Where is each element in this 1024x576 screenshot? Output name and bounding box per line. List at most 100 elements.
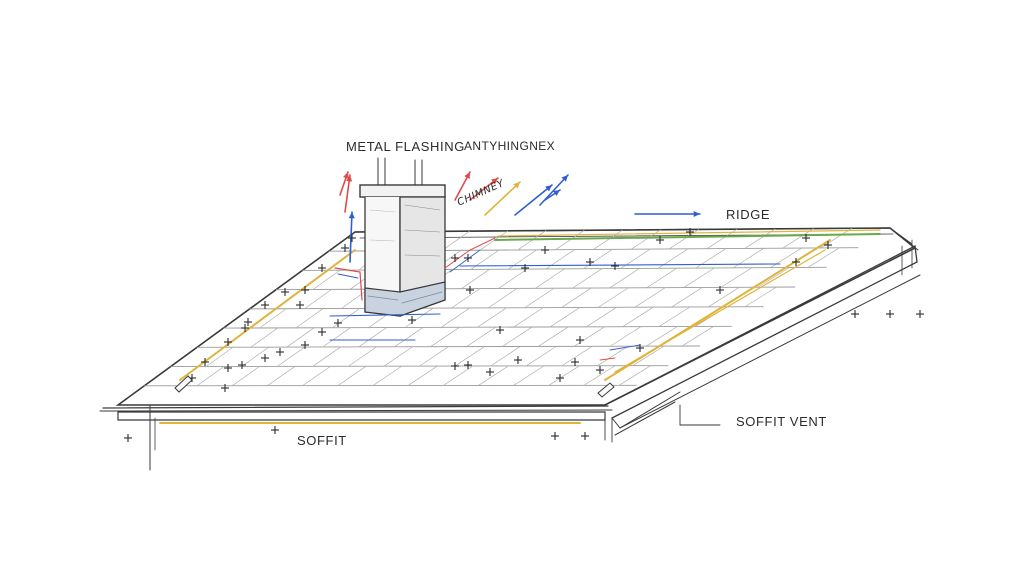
shingle-joint — [441, 230, 470, 251]
shingle-joint — [443, 365, 474, 386]
shingle-joint — [295, 308, 324, 329]
fastener-cross-icon — [521, 264, 529, 272]
shingle-joint — [583, 365, 616, 386]
shingle-joint — [302, 365, 331, 386]
flow-arrow-icon — [339, 171, 349, 196]
fastener-cross-icon — [581, 432, 589, 440]
fastener-cross-icon — [686, 228, 694, 236]
fastener-cross-icon — [496, 326, 504, 334]
fastener-cross-icon — [408, 316, 416, 324]
shingle-joint — [502, 326, 533, 347]
shingle-joint — [549, 307, 581, 328]
fastener-cross-icon — [276, 348, 284, 356]
shingle-joint — [535, 268, 565, 289]
shingle-joint — [609, 268, 640, 289]
shingle-joint — [586, 307, 617, 328]
shingle-joint — [593, 229, 623, 250]
shingle-joint — [583, 249, 613, 270]
shingle-joint — [206, 346, 234, 367]
flow-arrow-icon — [544, 189, 561, 201]
shingle-joint — [461, 269, 490, 290]
shingle-joint — [312, 269, 340, 290]
shingle-joint — [646, 267, 678, 289]
flashing-note-label: ANTYHINGNEX — [464, 139, 556, 153]
fastener-cross-icon — [916, 310, 924, 318]
shingle-joint — [695, 248, 727, 269]
fastener-cross-icon — [301, 286, 309, 294]
shingle-joint — [286, 327, 315, 348]
flow-arrow-icon — [454, 171, 471, 201]
shingle-joint — [548, 365, 580, 386]
airflow-lines — [159, 229, 881, 424]
shingle-joint — [341, 288, 369, 309]
fastener-cross-icon — [261, 354, 269, 362]
shingle-joint — [304, 289, 332, 309]
shingle-joint — [513, 307, 544, 328]
shingle-joint — [404, 307, 434, 328]
shingle-joint — [632, 345, 665, 367]
fastener-cross-icon — [224, 364, 232, 372]
shingle-joint — [487, 288, 518, 309]
flow-arrow-icon — [634, 210, 701, 218]
shingle-joint — [671, 287, 703, 308]
shingle-joint — [770, 247, 802, 268]
shingle-joint — [572, 268, 603, 289]
shingle-joint — [478, 365, 509, 386]
fastener-cross-icon — [281, 288, 289, 296]
shingle-joint — [358, 327, 387, 348]
flow-arrows — [339, 171, 701, 263]
fastener-cross-icon — [224, 338, 232, 346]
shingle-joint — [598, 287, 629, 308]
fastener-cross-icon — [802, 234, 810, 242]
soffit-vent-label: SOFFIT VENT — [736, 414, 827, 429]
shingle-joint — [267, 366, 296, 386]
shingle-joint — [383, 346, 413, 367]
fastener-cross-icon — [451, 254, 459, 262]
shingle-joint — [250, 327, 279, 348]
fastener-cross-icon — [221, 384, 229, 392]
roof-outline — [99, 227, 921, 429]
fastener-cross-icon — [334, 319, 342, 327]
shingle-joint — [609, 326, 642, 347]
shingle-joint — [708, 286, 740, 308]
fastener-cross-icon — [296, 301, 304, 309]
shingle-joint — [196, 366, 225, 387]
shingle-joint — [634, 287, 666, 308]
ridge-label: RIDGE — [726, 207, 771, 222]
shingle-joint — [525, 346, 557, 367]
fastener-cross-icon — [551, 432, 559, 440]
fastener-cross-icon — [514, 356, 522, 364]
fastener-cross-icon — [244, 318, 252, 326]
shingle-joint — [407, 365, 438, 386]
fastener-cross-icon — [886, 310, 894, 318]
shingle-joint — [451, 288, 481, 309]
fastener-cross-icon — [596, 366, 604, 374]
flow-arrow-icon — [514, 184, 553, 216]
shingle-joint — [555, 229, 585, 250]
fastener-cross-icon — [301, 341, 309, 349]
fastener-cross-icon — [261, 301, 269, 309]
shingle-joint — [259, 308, 287, 329]
shingle-joint — [479, 230, 509, 251]
shingle-joint — [538, 326, 569, 347]
soffit-label: SOFFIT — [297, 433, 347, 448]
shingle-joint — [337, 365, 367, 386]
shingle-joint — [657, 248, 689, 269]
shingle-joint — [524, 287, 555, 308]
shingle-joint — [440, 307, 471, 328]
shingle-joint — [513, 365, 545, 386]
shingle-joint — [419, 346, 449, 367]
fastener-cross-icon — [541, 246, 549, 254]
fastener-cross-icon — [464, 254, 472, 262]
vent-boxes — [174, 375, 615, 398]
soffit-board — [117, 404, 613, 471]
fastener-cross-icon — [318, 264, 326, 272]
flow-arrow-icon — [348, 211, 355, 263]
shingle-joint — [348, 346, 377, 367]
fastener-cross-icon — [851, 310, 859, 318]
shingle-joint — [574, 326, 605, 347]
shingle-joint — [470, 249, 500, 270]
shingle-joint — [232, 366, 260, 386]
